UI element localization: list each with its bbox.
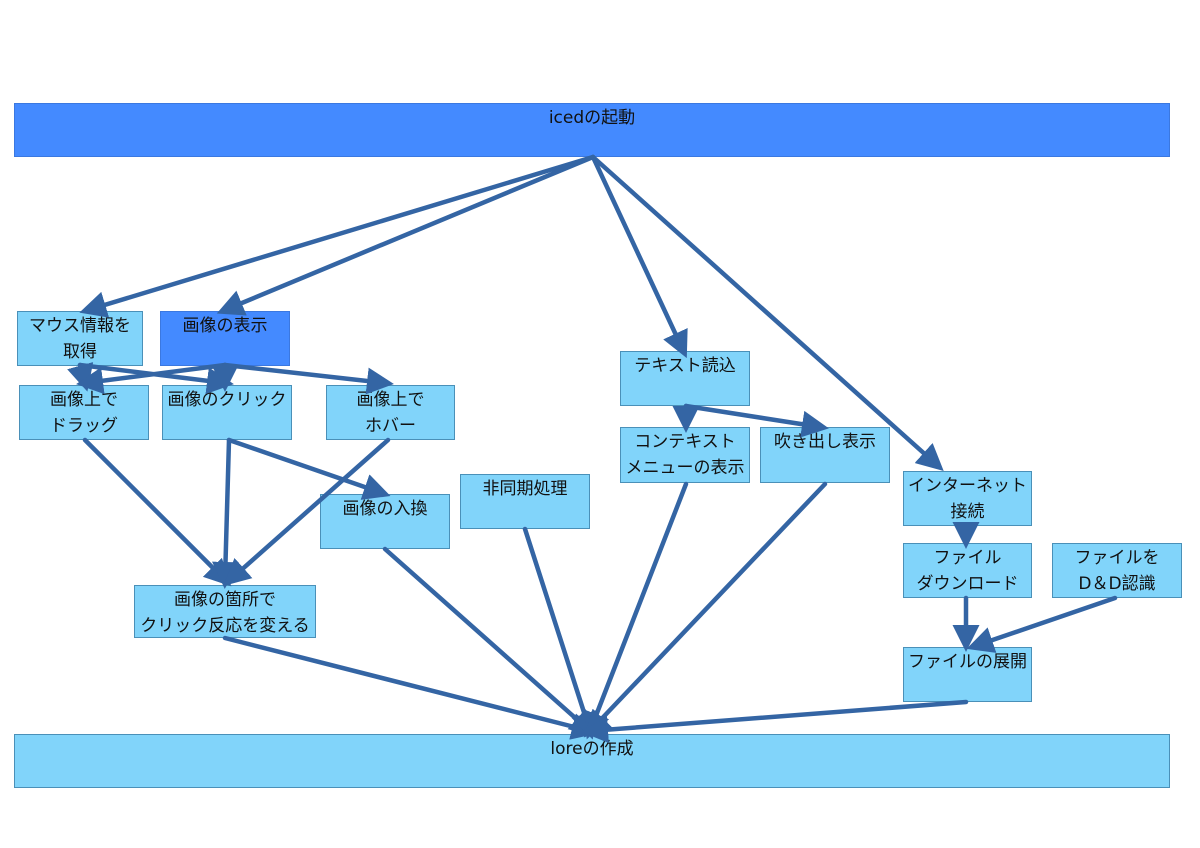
edge-swap-to-lore bbox=[382, 546, 597, 737]
edge-async-to-lore bbox=[522, 526, 598, 740]
node-image-display: 画像の表示 bbox=[160, 311, 290, 366]
edge-start-to-internet bbox=[590, 154, 944, 472]
edge-bubble-to-lore bbox=[583, 481, 828, 738]
node-file-extract: ファイルの展開 bbox=[903, 647, 1032, 702]
node-region-click: 画像の箇所で クリック反応を変える bbox=[134, 585, 316, 638]
edge-display-to-drag bbox=[76, 362, 228, 395]
edge-drag-to-region bbox=[82, 437, 232, 587]
edge-mouse-to-click bbox=[77, 362, 234, 395]
node-image-click: 画像のクリック bbox=[162, 385, 292, 440]
node-context-menu: コンテキスト メニューの表示 bbox=[620, 427, 750, 483]
node-file-dnd: ファイルを D＆D認識 bbox=[1052, 543, 1182, 598]
node-speech-bubble: 吹き出し表示 bbox=[760, 427, 890, 483]
edge-click-to-region bbox=[212, 437, 240, 589]
node-iced-start: icedの起動 bbox=[14, 103, 1170, 157]
node-hover-on-image: 画像上で ホバー bbox=[326, 385, 455, 440]
edge-start-to-text-read bbox=[590, 154, 688, 359]
node-internet: インターネット 接続 bbox=[903, 471, 1032, 526]
edge-start-to-image-display bbox=[216, 154, 596, 316]
edge-extract-to-lore bbox=[581, 699, 969, 744]
edge-start-to-mouse-info bbox=[79, 154, 596, 318]
edge-display-to-hover bbox=[222, 362, 394, 395]
edge-context-to-lore bbox=[583, 481, 689, 740]
node-async: 非同期処理 bbox=[460, 474, 590, 529]
edge-text-to-bubble bbox=[683, 403, 829, 438]
node-text-read: テキスト読込 bbox=[620, 351, 750, 406]
node-lore-create: loreの作成 bbox=[14, 734, 1170, 788]
node-file-download: ファイル ダウンロード bbox=[903, 543, 1032, 598]
node-mouse-info: マウス情報を 取得 bbox=[17, 311, 143, 366]
node-drag-on-image: 画像上で ドラッグ bbox=[19, 385, 149, 440]
edge-mouse-to-drag bbox=[67, 362, 94, 392]
edge-region-to-lore bbox=[222, 635, 599, 740]
edge-dnd-to-extract bbox=[966, 595, 1118, 653]
node-image-swap: 画像の入換 bbox=[320, 494, 450, 549]
edge-click-to-swap bbox=[226, 437, 391, 500]
